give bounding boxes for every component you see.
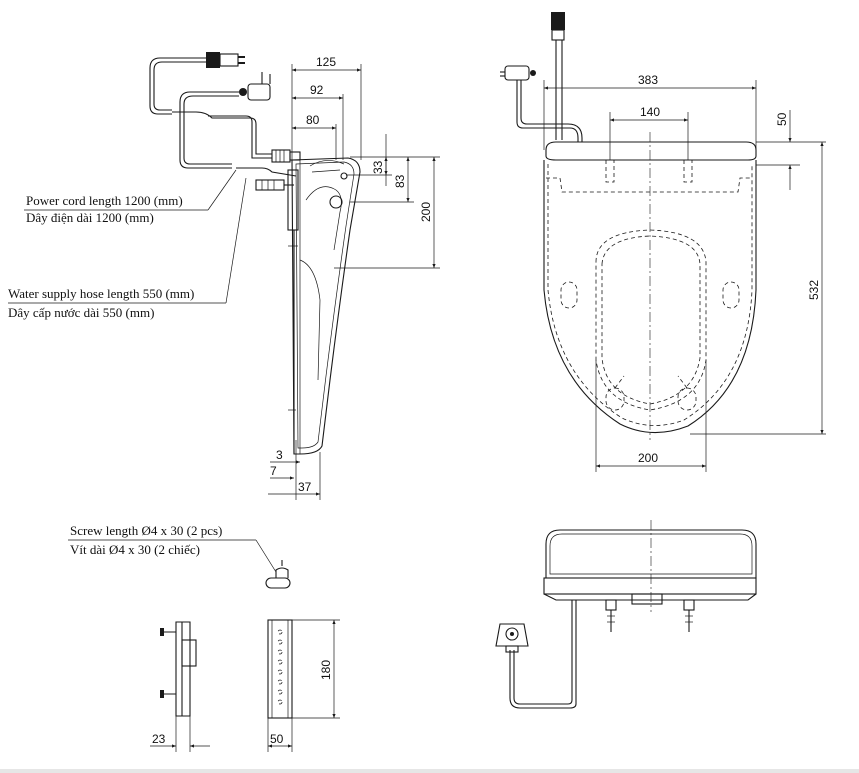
dim-23: 23 — [152, 732, 166, 746]
screw-label-en: Screw length Ø4 x 30 (2 pcs) — [70, 523, 222, 538]
text-labels: Power cord length 1200 (mm) Dây điện dài… — [8, 193, 222, 557]
bracket-side — [150, 621, 210, 752]
side-dimensions — [268, 64, 440, 500]
dim-180: 180 — [319, 660, 333, 680]
screw — [68, 539, 291, 589]
side-view — [8, 52, 440, 500]
top-view — [500, 12, 826, 472]
screw-label-vi: Vít dài Ø4 x 30 (2 chiếc) — [70, 542, 200, 557]
round-plug-front — [495, 623, 529, 653]
footer-bar — [0, 769, 859, 773]
dim-125: 125 — [316, 55, 336, 69]
power-plug-side — [206, 52, 245, 68]
dim-200-top: 200 — [638, 451, 658, 465]
dim-50-top: 50 — [775, 112, 789, 126]
dim-80: 80 — [306, 113, 320, 127]
water-hose-label-en: Water supply hose length 550 (mm) — [8, 286, 194, 301]
dimension-values: 125 92 80 33 83 200 3 7 37 383 140 50 53… — [152, 55, 821, 746]
round-plug-side — [239, 72, 271, 101]
dim-7: 7 — [270, 464, 277, 478]
dim-140: 140 — [640, 105, 660, 119]
dim-200-side: 200 — [419, 202, 433, 222]
dim-37: 37 — [298, 480, 312, 494]
dim-50-bracket: 50 — [270, 732, 284, 746]
dim-383: 383 — [638, 73, 658, 87]
seat-body-side — [287, 157, 361, 455]
power-cord-label-vi: Dây điện dài 1200 (mm) — [26, 210, 154, 225]
dim-33: 33 — [371, 160, 385, 174]
water-hose-label-vi: Dây cấp nước dài 550 (mm) — [8, 305, 154, 320]
power-cord-label-en: Power cord length 1200 (mm) — [26, 193, 183, 208]
dim-92: 92 — [310, 83, 324, 97]
top-dimensions — [543, 80, 826, 472]
front-view — [495, 520, 757, 709]
dim-83: 83 — [393, 174, 407, 188]
dim-3: 3 — [276, 448, 283, 462]
bracket-front — [267, 619, 340, 752]
dim-532: 532 — [807, 280, 821, 300]
round-plug-top — [500, 65, 536, 81]
